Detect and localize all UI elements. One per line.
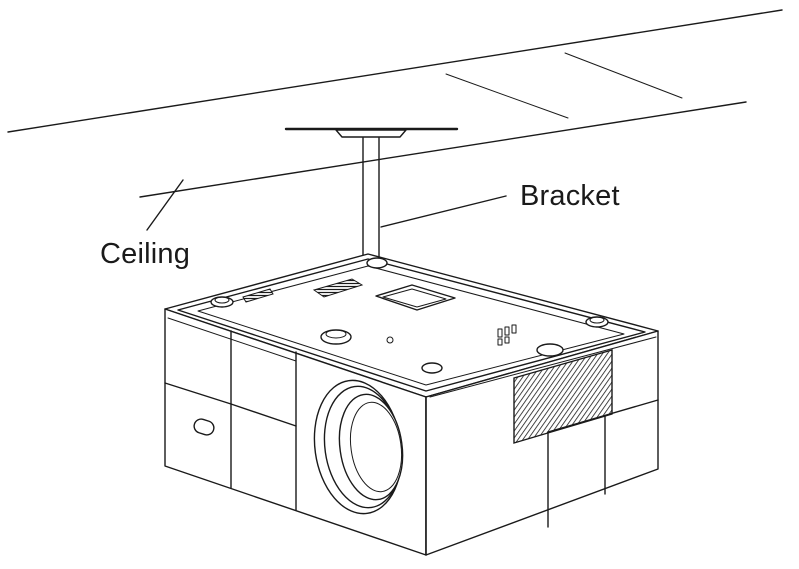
ceiling-plane <box>7 9 783 198</box>
bracket-label: Bracket <box>520 180 620 212</box>
ceiling-leader-line <box>146 179 184 231</box>
projector-illustration <box>164 253 659 556</box>
bracket-leader-line <box>380 195 507 228</box>
ceiling-label: Ceiling <box>100 238 190 270</box>
